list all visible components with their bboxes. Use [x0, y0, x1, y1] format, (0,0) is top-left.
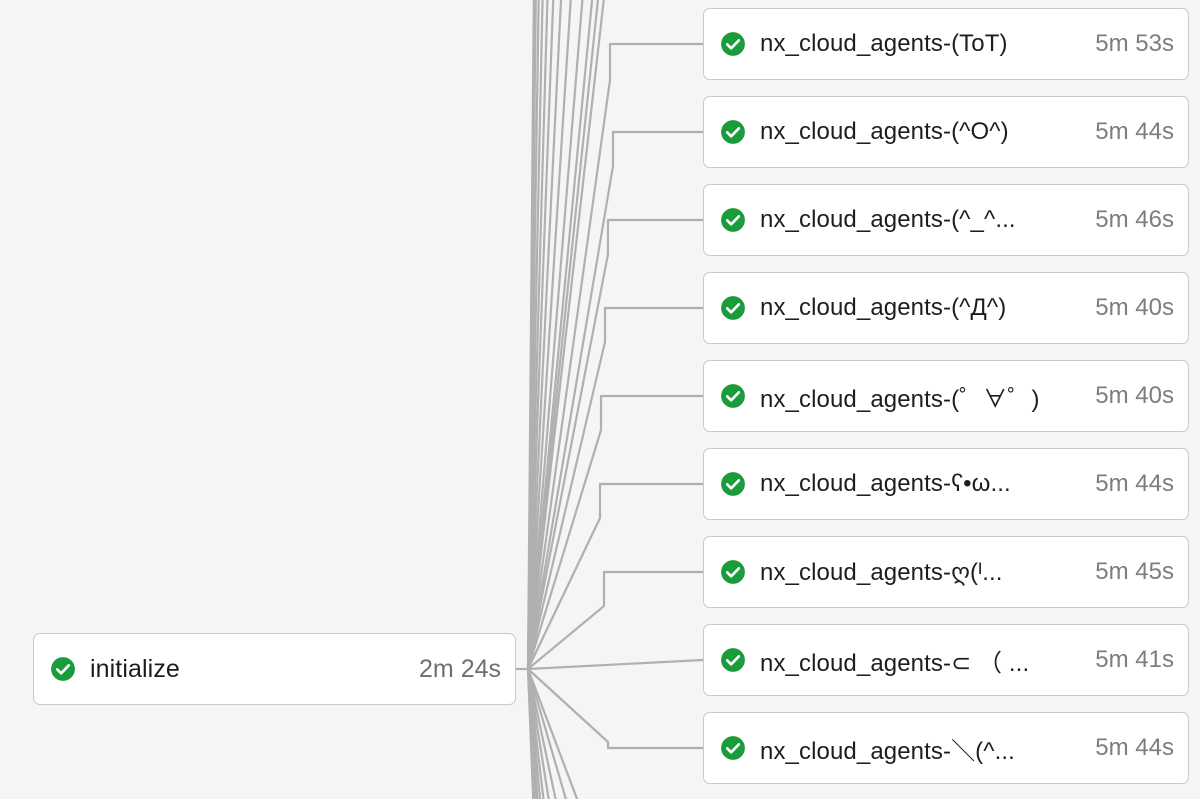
edge-to-agent-6 — [527, 482, 703, 670]
task-node-label: initialize — [90, 654, 180, 683]
edge-offscreen-bottom-10 — [526, 668, 535, 799]
task-node-label: nx_cloud_agents-ʕ•ω... — [760, 470, 1011, 497]
task-node-label: nx_cloud_agents-(^_^... — [760, 206, 1016, 233]
task-node-agent-8[interactable]: nx_cloud_agents-⊂ （ ... 5m 41s — [703, 624, 1189, 696]
task-node-label: nx_cloud_agents-(^O^) — [760, 118, 1009, 145]
task-node-duration: 5m 41s — [1095, 646, 1174, 673]
edge-to-agent-8 — [527, 658, 704, 671]
task-node-duration: 5m 44s — [1095, 118, 1174, 145]
check-circle-icon — [721, 736, 745, 760]
check-circle-icon — [51, 657, 75, 681]
check-circle-icon — [721, 120, 745, 144]
edge-bundle-up-9 — [526, 0, 584, 670]
check-circle-icon — [721, 384, 745, 408]
edge-offscreen-top-1 — [526, 0, 605, 670]
task-node-agent-1[interactable]: nx_cloud_agents-(ToT) 5m 53s — [703, 8, 1189, 80]
edge-bundle-up-3 — [526, 0, 540, 670]
edge-offscreen-top-2 — [526, 0, 600, 670]
task-node-initialize[interactable]: initialize 2m 24s — [33, 633, 516, 705]
task-node-duration: 2m 24s — [419, 654, 501, 683]
check-circle-icon — [721, 296, 745, 320]
task-node-label: nx_cloud_agents-(゜∀゜) — [760, 385, 1040, 413]
task-node-duration: 5m 44s — [1095, 470, 1174, 497]
task-node-label: nx_cloud_agents-ღ(ᴵ... — [760, 558, 1003, 586]
task-node-label: nx_cloud_agents-(^Д^) — [760, 294, 1007, 321]
edge-bundle-up-5 — [526, 0, 549, 670]
edge-offscreen-bottom-1 — [526, 668, 579, 799]
edge-offscreen-bottom-6 — [526, 668, 542, 799]
task-node-duration: 5m 40s — [1095, 382, 1174, 409]
edge-to-agent-4 — [526, 306, 703, 670]
task-node-duration: 5m 53s — [1095, 30, 1174, 57]
edge-offscreen-bottom-5 — [526, 668, 545, 799]
check-circle-icon — [721, 32, 745, 56]
task-node-duration: 5m 45s — [1095, 558, 1174, 585]
check-circle-icon — [721, 648, 745, 672]
task-node-duration: 5m 40s — [1095, 294, 1174, 321]
edge-bundle-up-4 — [526, 0, 544, 670]
task-node-duration: 5m 44s — [1095, 734, 1174, 761]
check-circle-icon — [721, 208, 745, 232]
edge-bundle-up-1 — [526, 0, 535, 670]
task-node-agent-4[interactable]: nx_cloud_agents-(^Д^) 5m 40s — [703, 272, 1189, 344]
edge-bundle-up-7 — [526, 0, 563, 670]
edge-to-agent-5 — [526, 394, 703, 670]
edge-to-agent-1 — [526, 42, 703, 670]
edge-offscreen-bottom-7 — [526, 668, 539, 799]
edge-to-agent-2 — [526, 130, 703, 670]
task-node-agent-5[interactable]: nx_cloud_agents-(゜∀゜) 5m 40s — [703, 360, 1189, 432]
edge-to-agent-9 — [527, 668, 703, 750]
task-node-agent-2[interactable]: nx_cloud_agents-(^O^) 5m 44s — [703, 96, 1189, 168]
edge-bundle-up-2 — [526, 0, 537, 670]
check-circle-icon — [721, 472, 745, 496]
edge-offscreen-bottom-4 — [526, 668, 550, 799]
edge-offscreen-bottom-8 — [526, 668, 537, 799]
task-node-label: nx_cloud_agents-⊂ （ ... — [760, 649, 1030, 677]
edge-offscreen-bottom-2 — [526, 668, 568, 799]
task-node-agent-6[interactable]: nx_cloud_agents-ʕ•ω... 5m 44s — [703, 448, 1189, 520]
task-node-agent-9[interactable]: nx_cloud_agents-＼(^... 5m 44s — [703, 712, 1189, 784]
edge-to-agent-3 — [526, 218, 703, 670]
task-node-duration: 5m 46s — [1095, 206, 1174, 233]
task-node-agent-7[interactable]: nx_cloud_agents-ღ(ᴵ... 5m 45s — [703, 536, 1189, 608]
edge-offscreen-bottom-3 — [526, 668, 557, 799]
edge-bundle-up-6 — [526, 0, 555, 670]
edge-bundle-up-8 — [526, 0, 572, 670]
edge-offscreen-top-3 — [526, 0, 594, 670]
edge-offscreen-bottom-9 — [526, 668, 536, 799]
edge-to-agent-7 — [527, 570, 703, 670]
task-node-agent-3[interactable]: nx_cloud_agents-(^_^... 5m 46s — [703, 184, 1189, 256]
check-circle-icon — [721, 560, 745, 584]
task-node-label: nx_cloud_agents-＼(^... — [760, 737, 1015, 765]
task-node-label: nx_cloud_agents-(ToT) — [760, 30, 1008, 57]
